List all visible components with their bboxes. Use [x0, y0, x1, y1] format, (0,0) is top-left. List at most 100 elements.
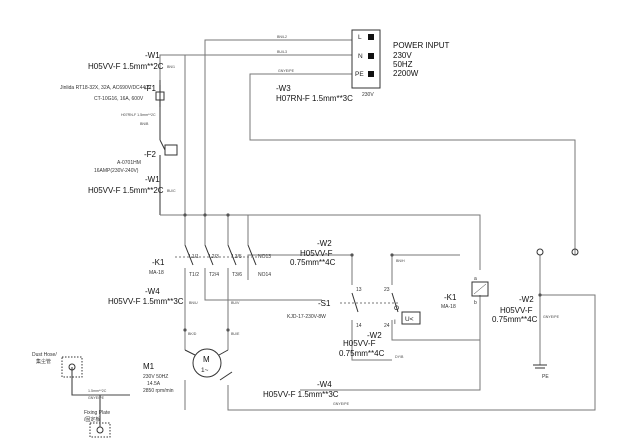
- cable-w2-right-tag: -W2: [519, 295, 534, 304]
- contact-no13-label: NO13: [258, 254, 271, 260]
- pe-label: PE: [542, 374, 549, 380]
- contact-3-icon: [227, 244, 237, 266]
- wire-label-h07: H07RN-F 1.5mm**2C: [121, 113, 156, 117]
- cable-w4-bottom-tag: -W4: [317, 380, 332, 389]
- junction-dots: [183, 213, 542, 297]
- cable-w1-top-tag: -W1: [145, 51, 160, 60]
- switch-s1-tag: -S1: [318, 299, 331, 308]
- cable-w1-mid-spec: H05VV-F 1.5mm**2C: [88, 186, 164, 195]
- bottom-cable: -W4 H05VV-F 1.5mm**3C GNYE/PE: [263, 380, 350, 406]
- switch-terminal-14: 14: [356, 323, 362, 329]
- switch-contact-1-icon: [351, 292, 359, 313]
- contact-l1-label: L1/1: [189, 254, 199, 260]
- breaker-f2-spec-1: A-0701HM: [117, 160, 141, 166]
- contactor-k1-tag: -K1: [152, 258, 165, 267]
- undervoltage-label: U<: [405, 316, 414, 323]
- switch-contact-2-icon: [391, 292, 399, 313]
- wire-label-bn1: BN/1: [167, 65, 175, 69]
- terminal-voltage-label: 230V: [362, 92, 374, 98]
- undervoltage-release-icon: [401, 311, 421, 325]
- contact-no14-label: NO14: [258, 272, 271, 278]
- dust-hose-cn-label: 集尘管: [36, 358, 51, 365]
- contact-l2-label: L2/3: [209, 254, 219, 260]
- terminal-pe-label: PE: [355, 71, 364, 78]
- contact-1-icon: [184, 244, 194, 266]
- cable-w2-right-spec: H05VV-F: [500, 306, 533, 315]
- wire-label-bu-c: BU/C: [167, 189, 176, 193]
- breaker-f2-spec-2: 16AMP(230V-240V): [94, 168, 139, 174]
- motor-spec-2: 14.5A: [147, 381, 161, 387]
- fixing-plate-terminal-icon: [96, 426, 104, 434]
- wire-label-pe: GNYE/PE: [278, 69, 295, 73]
- switch-o-mark: O: [394, 305, 399, 312]
- cable-w4-top-tag: -W4: [145, 287, 160, 296]
- contactor-k1-model: MA-18: [149, 270, 164, 276]
- terminal-l-label: L: [358, 34, 362, 41]
- left-column-components: -W1 H05VV-F 1.5mm**2C BN/1 -F1 Jinlida R…: [60, 51, 178, 195]
- wire-label-gnye-right: GNYE/PE: [543, 315, 560, 319]
- socket-pin-2-icon: [571, 248, 579, 256]
- hose-wire-label-2: GNYE/PE: [88, 396, 105, 400]
- wire-label-bn-b: BN/B: [140, 122, 149, 126]
- power-input-voltage: 230V: [393, 51, 412, 60]
- contact-4-icon: [247, 244, 257, 266]
- wire-label-bu-v: BU/V: [231, 301, 240, 305]
- cable-w2-right-spec2: 0.75mm**4C: [492, 315, 538, 324]
- terminal-n-label: N: [358, 53, 363, 60]
- earth-connections: Dust Hose/ 集尘管 1.5mm**2C GNYE/PE Fixing …: [32, 352, 111, 438]
- motor-phase: 1~: [201, 367, 209, 374]
- coil-terminal-a: a: [474, 276, 477, 282]
- power-input-frequency: 50HZ: [393, 60, 413, 69]
- contact-2-icon: [204, 244, 214, 266]
- cable-w2-top-spec2: 0.75mm**4C: [290, 258, 336, 267]
- wire-label-bn-u: BN/U: [189, 301, 198, 305]
- hose-wire-label: 1.5mm**2C: [88, 389, 107, 393]
- motor-tag: M1: [143, 362, 155, 371]
- fuse-f1-spec-1: Jinlida RT18-32X, 32A, AC690V/DC440V: [60, 85, 152, 91]
- motor-m1: M 1~ M1 230V 50HZ 14.5A 2850 rpm/min: [143, 348, 233, 394]
- right-earth-area: -W2 H05VV-F 0.75mm**4C GNYE/PE PE: [492, 248, 579, 380]
- power-input-power: 2200W: [393, 69, 419, 78]
- cable-w3-tag: -W3: [276, 84, 291, 93]
- cable-w4-bottom-spec: H05VV-F 1.5mm**3C: [263, 390, 339, 399]
- cable-w2-top-tag: -W2: [317, 239, 332, 248]
- dust-hose-terminal-icon: [68, 363, 76, 371]
- dust-hose-label: Dust Hose/: [32, 352, 57, 358]
- coil-k1-tag: -K1: [444, 293, 457, 302]
- contactor-k1: -K1 MA-18 L1/1 L2/3 L3/5 NO13 T1/2 T2/4 …: [108, 244, 271, 336]
- motor-spec-1: 230V 50HZ: [143, 374, 168, 380]
- switch-i-mark: I: [394, 319, 396, 326]
- contact-t3-label: T3/6: [232, 272, 242, 278]
- cable-w1-top-spec: H05VV-F 1.5mm**2C: [88, 62, 164, 71]
- cable-w4-top-spec: H05VV-F 1.5mm**3C: [108, 297, 184, 306]
- power-input-block: L N PE 230V POWER INPUT 230V 50HZ 2200W: [351, 29, 450, 98]
- motor-spec-3: 2850 rpm/min: [143, 388, 174, 394]
- fuse-f1-tag: -F1: [144, 84, 157, 93]
- switch-terminal-13: 13: [356, 287, 362, 293]
- terminal-pe-icon: [368, 71, 374, 77]
- power-input-title: POWER INPUT: [393, 41, 450, 50]
- wire-label-l: BN/L2: [277, 35, 287, 39]
- wire-label-dy-b: DY/B: [395, 355, 404, 359]
- cable-w2-mid-tag: -W2: [367, 331, 382, 340]
- switch-s1-model: KJD-17-230V-8W: [287, 314, 326, 320]
- terminal-n-icon: [368, 53, 374, 59]
- top-wire-labels: BN/L2 BU/L3 GNYE/PE -W3 H07RN-F 1.5mm**3…: [276, 35, 353, 103]
- contact-l3-label: L3/5: [232, 254, 242, 260]
- fuse-f1-spec-2: CT-10G16, 16A, 600V: [94, 96, 144, 102]
- coil-k1-icon: [471, 281, 489, 297]
- cable-w2-mid-spec2: 0.75mm**4C: [339, 349, 385, 358]
- cable-w2-mid-spec: H05VV-F: [343, 339, 376, 348]
- switch-s1-area: -W2 H05VV-F 0.75mm**4C BN/H -S1 KJD-17-2…: [287, 239, 421, 359]
- power-input-terminal-box: [351, 29, 381, 89]
- contact-t1-label: T1/2: [189, 272, 199, 278]
- dust-hose-icon: [61, 356, 83, 378]
- switch-terminal-23: 23: [384, 287, 390, 293]
- contact-t2-label: T2/4: [209, 272, 219, 278]
- cable-w1-mid-tag: -W1: [145, 175, 160, 184]
- wire-label-bk-d: BK/D: [188, 332, 197, 336]
- switch-terminal-24: 24: [384, 323, 390, 329]
- fixing-plate-label: Fixing Plate: [84, 410, 110, 416]
- wire-label-gnye-bottom: GNYE/PE: [333, 402, 350, 406]
